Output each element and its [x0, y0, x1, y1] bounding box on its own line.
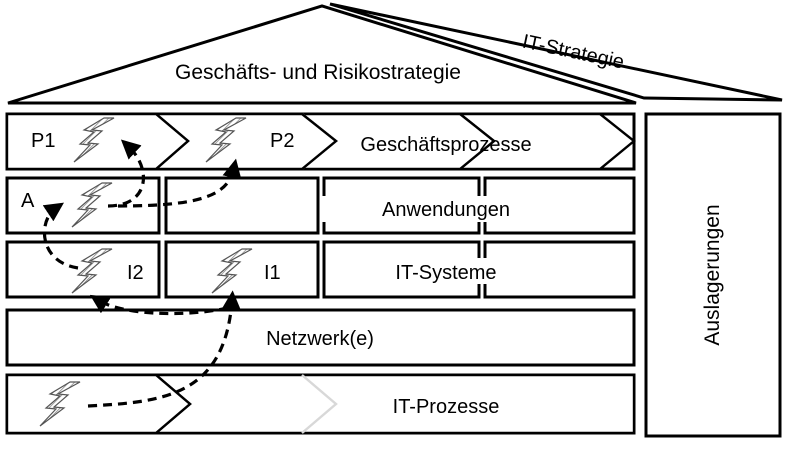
strategy-roof [7, 4, 637, 105]
roof: Geschäfts- und Risikostrategie IT-Strate… [7, 2, 783, 105]
dependency-arrow-i2-to-a [42, 202, 79, 270]
app-cell-4 [483, 176, 636, 235]
strategy-roof-label: Geschäfts- und Risikostrategie [175, 61, 461, 84]
marker-p1: P1 [31, 130, 55, 152]
it-systems-label: IT-Systeme [395, 262, 496, 284]
marker-p2: P2 [270, 130, 294, 152]
it-process-chevron-ghost [301, 374, 338, 434]
app-label-cover [322, 196, 488, 222]
marker-i2: I2 [127, 262, 144, 284]
it-processes-layer: IT-Prozesse [5, 373, 636, 435]
marker-a: A [21, 190, 35, 212]
outsourcing-label: Auslagerungen [701, 204, 724, 345]
dependency-arrow-a-to-p2 [117, 158, 242, 208]
it-systems-layer: I2 I1 IT-Systeme [5, 240, 636, 299]
network-label: Netzwerk(e) [266, 328, 374, 350]
dependency-arrow-a-to-p1 [107, 139, 145, 208]
outsourcing-pillar [644, 112, 782, 438]
network-frame [5, 308, 636, 367]
applications-layer: A Anwendungen [5, 176, 636, 235]
app-cell-2 [164, 176, 320, 235]
business-processes-label: Geschäftsprozesse [360, 134, 531, 156]
side-pillar: Auslagerungen [644, 112, 782, 438]
it-strategy-roof [329, 2, 783, 102]
business-processes-layer: P1 P2 Geschäftsprozesse [5, 112, 636, 171]
dependency-arrow-i1-to-i2 [89, 294, 229, 316]
applications-label: Anwendungen [382, 199, 510, 221]
dependency-arrow-itprocess-to-i1 [87, 290, 241, 408]
it-processes-label: IT-Prozesse [393, 396, 500, 418]
marker-i1: I1 [264, 262, 281, 284]
process-chevron-1 [5, 112, 190, 171]
network-layer: Netzwerk(e) [5, 308, 636, 367]
system-label-cover [370, 258, 520, 284]
dependency-arrows [42, 139, 242, 408]
system-cell-1 [5, 240, 161, 299]
it-process-chevron-1 [5, 373, 192, 435]
